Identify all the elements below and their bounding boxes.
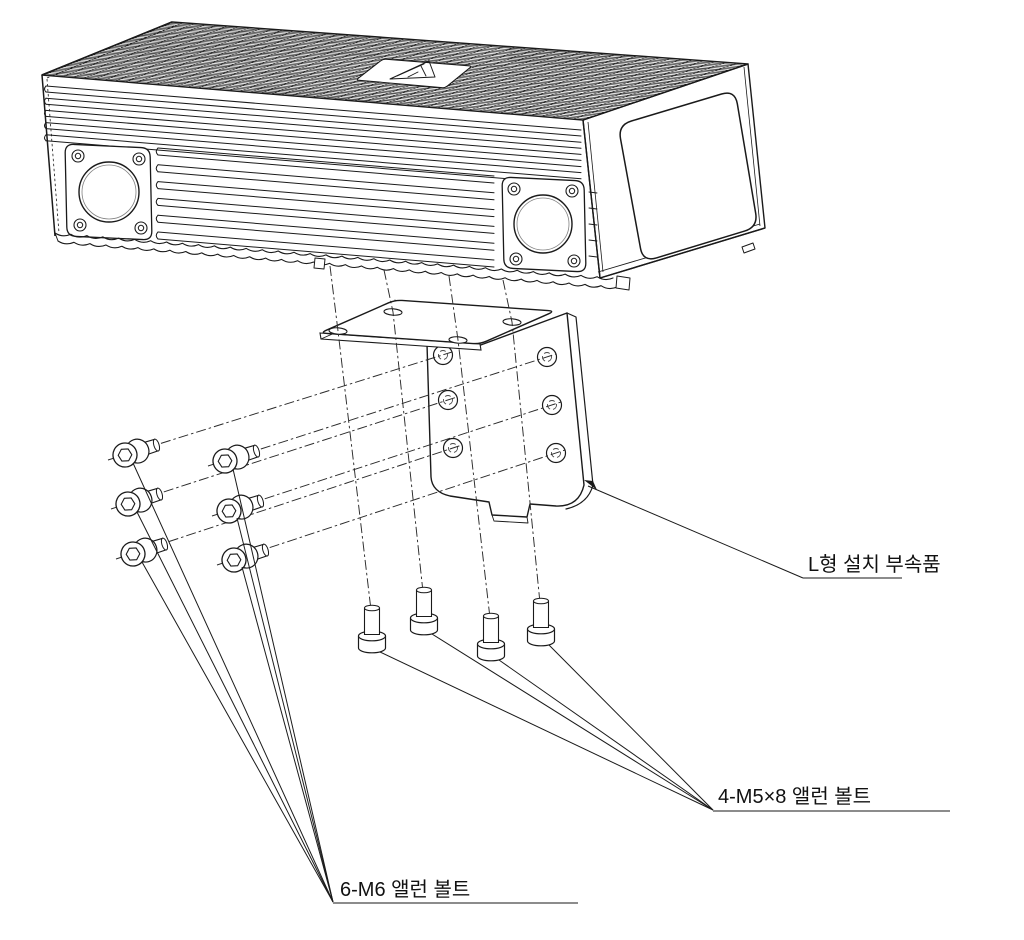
m6-allen-bolt: [221, 543, 270, 573]
m5-allen-bolt: [526, 597, 556, 647]
bracket-vertical-plate: [426, 312, 594, 524]
label-bracket: L형 설치 부속품: [808, 553, 941, 576]
l-bracket: [319, 299, 594, 524]
label-m5-bolts: 4-M5×8 앨런 볼트: [718, 785, 871, 808]
m6-allen-bolt: [216, 494, 265, 524]
m5-allen-bolt: [357, 604, 387, 654]
front-fin-slats: [44, 85, 598, 268]
connector-plate-right: [501, 176, 587, 273]
connector-plate-left: [64, 143, 153, 241]
optical-window: [619, 92, 757, 260]
m6-allen-bolt: [112, 438, 161, 468]
m5-allen-bolt: [476, 612, 506, 662]
m5-allen-bolt: [409, 586, 439, 636]
device-body: [41, 21, 766, 291]
m6-allen-bolt: [115, 487, 164, 517]
centerlines: [107, 265, 566, 619]
leader-lines: [132, 462, 804, 903]
logo-plate: [356, 58, 472, 89]
labels: L형 설치 부속품 4-M5×8 앨런 볼트 6-M6 앨런 볼트: [333, 553, 950, 904]
m6-allen-bolts: [112, 438, 270, 573]
bracket-top-plate: [319, 299, 553, 351]
m6-allen-bolt: [212, 444, 261, 474]
m5-allen-bolts: [357, 586, 556, 662]
label-m6-bolts: 6-M6 앨런 볼트: [340, 878, 470, 901]
device-bottom-fins: [54, 232, 631, 291]
